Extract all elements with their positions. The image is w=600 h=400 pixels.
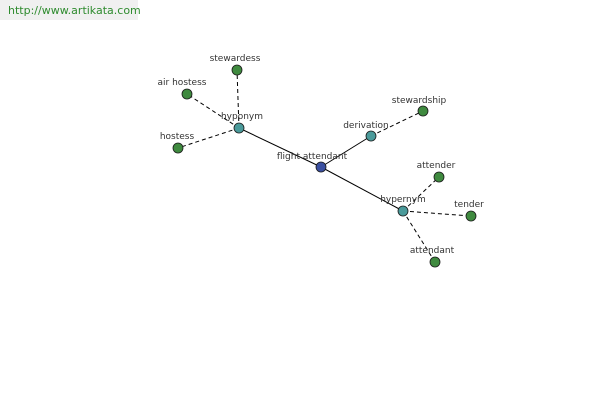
node-attender[interactable] xyxy=(433,171,445,183)
source-link[interactable]: http://www.artikata.com xyxy=(8,4,141,17)
label-hostess: hostess xyxy=(160,132,195,142)
node-flight-attendant[interactable] xyxy=(315,161,327,173)
node-hypernym[interactable] xyxy=(397,205,409,217)
label-hyponym: hyponym xyxy=(221,112,263,122)
edge-hyponym-hostess xyxy=(177,127,240,149)
label-hypernym: hypernym xyxy=(380,195,426,205)
edge-derivation-stewardship xyxy=(370,110,424,137)
node-stewardship[interactable] xyxy=(417,105,429,117)
edge-flight-attendant-hypernym xyxy=(320,166,404,212)
source-bar: http://www.artikata.com xyxy=(0,0,141,20)
edge-hypernym-attendant xyxy=(402,210,436,263)
edge-hyponym-stewardess xyxy=(236,69,240,129)
edge-flight-attendant-hyponym xyxy=(238,127,322,168)
label-attender: attender xyxy=(417,161,456,171)
node-layer xyxy=(172,64,477,268)
label-tender: tender xyxy=(454,200,484,210)
label-flight-attendant: flight attendant xyxy=(277,152,348,162)
edge-hypernym-tender xyxy=(402,210,472,217)
node-hostess[interactable] xyxy=(172,142,184,154)
edge-flight-attendant-derivation xyxy=(320,135,372,168)
node-tender[interactable] xyxy=(465,210,477,222)
node-air-hostess[interactable] xyxy=(181,88,193,100)
label-air-hostess: air hostess xyxy=(158,78,207,88)
node-derivation[interactable] xyxy=(365,130,377,142)
label-stewardess: stewardess xyxy=(210,54,261,64)
node-hyponym[interactable] xyxy=(233,122,245,134)
node-stewardess[interactable] xyxy=(231,64,243,76)
edge-hypernym-attender xyxy=(402,176,440,212)
node-attendant[interactable] xyxy=(429,256,441,268)
edge-layer xyxy=(177,69,472,263)
label-layer: flight attendant hyponym derivation hyperny… xyxy=(158,54,485,256)
edge-hyponym-air-hostess xyxy=(186,93,240,129)
label-attendant: attendant xyxy=(410,246,455,256)
label-derivation: derivation xyxy=(343,121,389,131)
label-stewardship: stewardship xyxy=(392,96,447,106)
